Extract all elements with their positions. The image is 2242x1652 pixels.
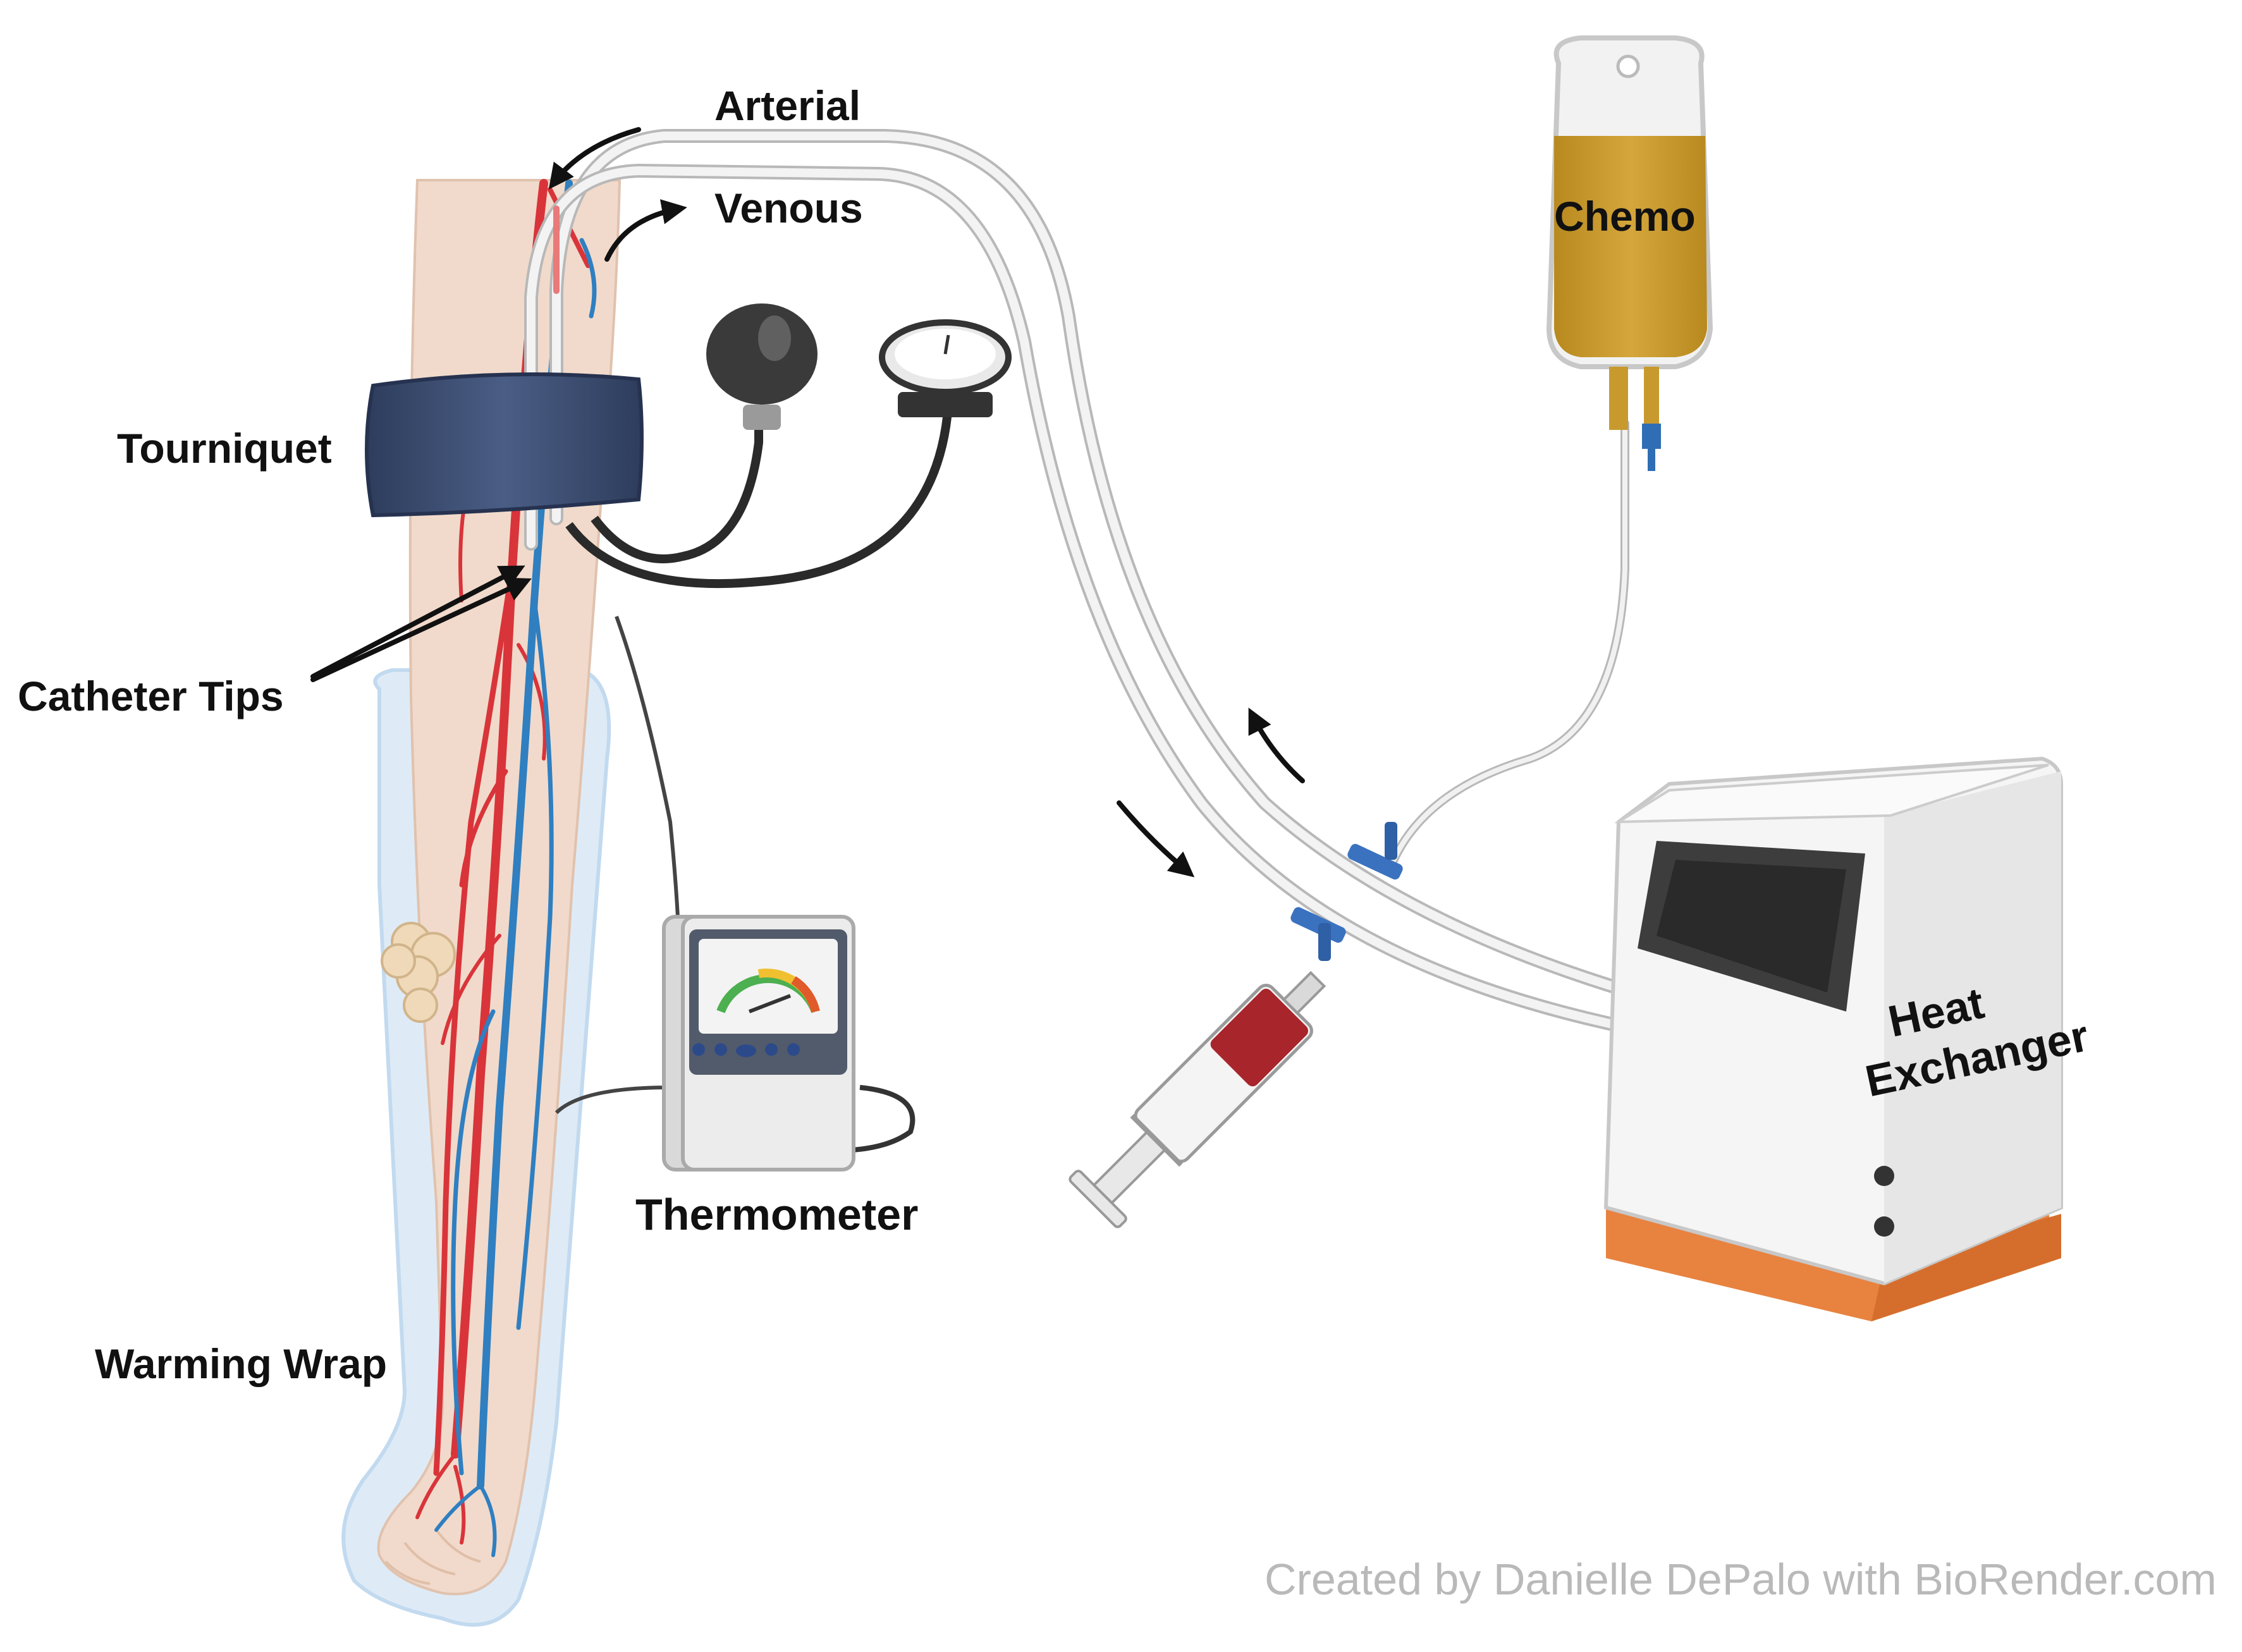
tourniquet bbox=[365, 303, 1012, 589]
tumor bbox=[381, 922, 456, 1023]
t-connectors bbox=[1290, 822, 1403, 961]
label-arterial: Arterial bbox=[714, 82, 861, 129]
leg bbox=[341, 179, 622, 1627]
venous-flow-arrow bbox=[604, 199, 687, 262]
perfusion-tubing bbox=[524, 129, 1629, 1031]
leg-skin bbox=[377, 179, 622, 1596]
flow-arrows bbox=[310, 127, 1305, 878]
label-catheter-tips: Catheter Tips bbox=[18, 673, 284, 719]
label-venous: Venous bbox=[714, 185, 863, 231]
thermometer-device bbox=[554, 615, 916, 1172]
syringe bbox=[1069, 970, 1326, 1228]
label-warming-wrap: Warming Wrap bbox=[95, 1340, 387, 1387]
catheter-tip-arrow-1 bbox=[310, 565, 525, 679]
tourniquet-cuff bbox=[365, 372, 644, 518]
return-flow-arrow bbox=[1248, 707, 1305, 783]
label-heat-exchanger: Heat Exchanger bbox=[1861, 978, 2093, 1106]
heat-exchanger bbox=[1603, 756, 2063, 1321]
label-thermometer: Thermometer bbox=[635, 1190, 918, 1239]
outflow-arrow bbox=[1117, 800, 1195, 878]
label-chemo: Chemo bbox=[1554, 193, 1696, 240]
catheter-tip-arrow-2 bbox=[310, 577, 532, 682]
chemo-bag bbox=[1546, 35, 1713, 471]
credit-watermark: Created by Danielle DePalo with BioRende… bbox=[1265, 1555, 2217, 1604]
arterial-flow-arrow bbox=[548, 127, 641, 190]
label-tourniquet: Tourniquet bbox=[117, 425, 332, 472]
toe-lines bbox=[384, 1529, 481, 1585]
pump-bulb bbox=[706, 303, 818, 405]
